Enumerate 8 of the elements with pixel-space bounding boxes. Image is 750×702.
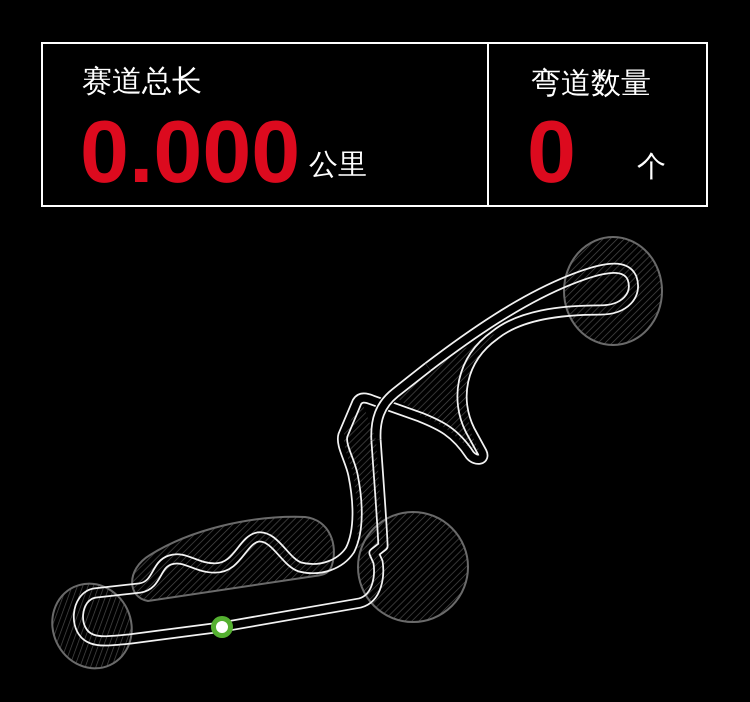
unit-label: 公里 — [309, 150, 367, 179]
stat-label: 赛道总长 — [82, 67, 202, 97]
stat-card — [487, 42, 708, 207]
stat-card — [41, 42, 489, 207]
stat-label: 弯道数量 — [531, 69, 651, 99]
stat-value: 0 — [527, 108, 576, 196]
unit-label: 个 — [637, 152, 666, 181]
stat-value: 0.000 — [80, 108, 300, 196]
